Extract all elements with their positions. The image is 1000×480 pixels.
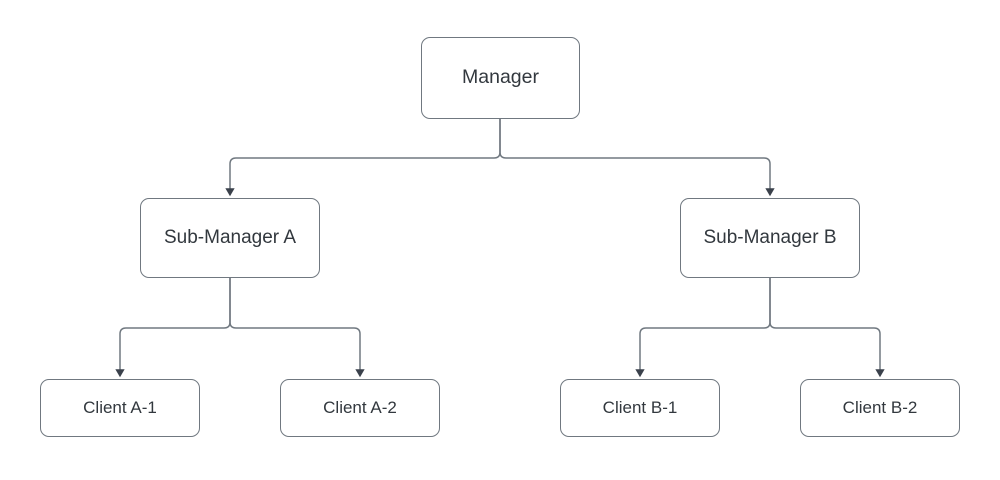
node-client-a-2-label: Client A-2 (323, 397, 397, 417)
edge-submanager-a-to-client-a2 (229, 278, 365, 378)
node-manager-label: Manager (462, 66, 539, 89)
node-client-a-2[interactable]: Client A-2 (280, 379, 440, 437)
node-client-a-1-label: Client A-1 (83, 397, 157, 417)
node-client-b-1-label: Client B-1 (602, 397, 678, 417)
node-manager[interactable]: Manager (421, 37, 580, 119)
edge-submanager-b-to-client-b1 (635, 278, 771, 378)
edge-manager-to-submanager-a (225, 119, 501, 197)
node-client-a-1[interactable]: Client A-1 (40, 379, 200, 437)
edge-submanager-a-to-client-a1 (115, 278, 231, 378)
node-sub-manager-a[interactable]: Sub-Manager A (140, 198, 320, 278)
node-client-b-1[interactable]: Client B-1 (560, 379, 720, 437)
node-sub-manager-a-label: Sub-Manager A (163, 226, 297, 248)
node-client-b-2-label: Client B-2 (842, 397, 918, 417)
node-sub-manager-b[interactable]: Sub-Manager B (680, 198, 860, 278)
edge-submanager-b-to-client-b2 (769, 278, 885, 378)
node-sub-manager-b-label: Sub-Manager B (703, 226, 837, 248)
node-client-b-2[interactable]: Client B-2 (800, 379, 960, 437)
edge-manager-to-submanager-b (499, 119, 775, 197)
